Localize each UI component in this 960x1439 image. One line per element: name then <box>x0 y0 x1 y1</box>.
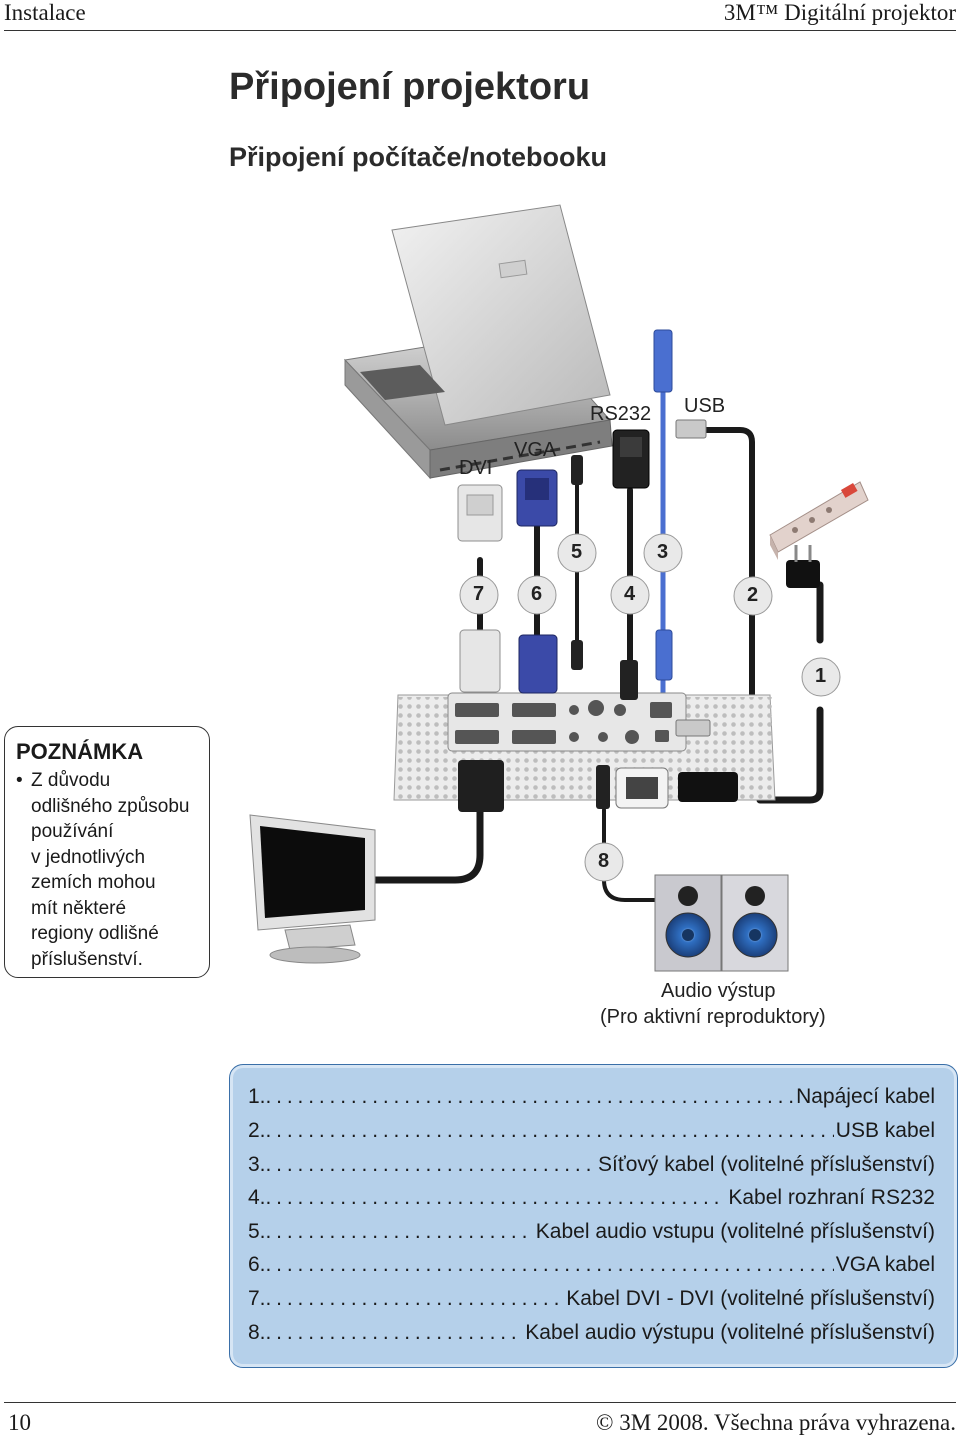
speakers-illustration <box>654 874 789 972</box>
legend-number: 2. <box>248 1119 266 1142</box>
legend-leader <box>266 1253 834 1277</box>
callout-4: 4 <box>624 583 636 605</box>
note-bullet: • <box>16 770 23 791</box>
legend-text: Napájecí kabel <box>794 1085 935 1109</box>
legend-leader <box>266 1085 795 1109</box>
legend-leader <box>266 1287 565 1311</box>
legend-leader <box>266 1119 834 1143</box>
port-label-vga: VGA <box>514 439 557 461</box>
legend-item: 5. Kabel audio vstupu (volitelné přísluše… <box>248 1220 935 1250</box>
callout-2: 2 <box>747 584 759 606</box>
legend-leader <box>266 1186 727 1210</box>
legend-item: 1. Napájecí kabel <box>248 1085 935 1115</box>
legend-item: 7. Kabel DVI - DVI (volitelné příslušenst… <box>248 1287 935 1317</box>
legend-item: 6. VGA kabel <box>248 1253 935 1283</box>
note-line: Z důvodu <box>31 770 111 791</box>
port-label-rs232: RS232 <box>590 403 652 425</box>
legend-text: USB kabel <box>833 1119 935 1143</box>
callout-8: 8 <box>598 850 610 872</box>
note-line: v jednotlivých <box>31 846 146 868</box>
header-section: Instalace <box>4 0 86 25</box>
laptop-illustration <box>343 204 613 480</box>
legend-text: Síťový kabel (volitelné příslušenství) <box>595 1153 935 1177</box>
legend-text: Kabel rozhraní RS232 <box>726 1186 935 1210</box>
note-line: používání <box>31 821 114 842</box>
header-rule <box>4 30 956 31</box>
legend-number: 3. <box>248 1153 266 1176</box>
callout-3: 3 <box>657 541 669 563</box>
legend-text: VGA kabel <box>833 1253 935 1277</box>
legend-number: 6. <box>248 1253 266 1276</box>
plugs-upper <box>457 329 820 588</box>
note-line: regiony odlišné <box>31 923 159 944</box>
note-line: zemích mohou <box>31 872 156 893</box>
legend-number: 8. <box>248 1321 266 1344</box>
callouts <box>459 533 841 882</box>
page-subtitle: Připojení počítače/notebooku <box>229 142 608 172</box>
footer-rule <box>4 1402 956 1403</box>
note-box: POZNÁMKA • Z důvodu odlišného způsobu pou… <box>4 726 210 978</box>
projector-illustration <box>393 629 776 812</box>
legend-box: 1. Napájecí kabel 2. USB kabel 3. Síťový ka… <box>229 1064 958 1368</box>
callout-6: 6 <box>531 583 543 605</box>
legend-item: 2. USB kabel <box>248 1119 935 1149</box>
port-label-dvi: DVI <box>459 457 493 479</box>
legend-leader <box>266 1220 534 1244</box>
legend-text: Kabel DVI - DVI (volitelné příslušenství… <box>564 1287 935 1311</box>
legend-item: 4. Kabel rozhraní RS232 <box>248 1186 935 1216</box>
legend-number: 1. <box>248 1085 266 1108</box>
port-label-usb: USB <box>684 395 726 417</box>
page-title: Připojení projektoru <box>229 66 591 108</box>
legend-number: 7. <box>248 1287 266 1310</box>
legend-text: Kabel audio výstupu (volitelné příslušen… <box>523 1321 935 1345</box>
callout-5: 5 <box>571 541 583 563</box>
note-line: příslušenství. <box>31 948 143 970</box>
power-strip-illustration <box>769 481 869 560</box>
legend-number: 5. <box>248 1220 266 1243</box>
note-body: • Z důvodu odlišného způsobu používání v … <box>16 768 199 972</box>
legend-leader <box>266 1321 524 1345</box>
page-number: 10 <box>8 1410 31 1435</box>
note-line: mít některé <box>31 897 127 919</box>
legend-number: 4. <box>248 1186 266 1209</box>
monitor-illustration <box>249 814 376 964</box>
legend-item: 3. Síťový kabel (volitelné příslušenství) <box>248 1153 935 1183</box>
header-product: 3M™ Digitální projektor <box>723 0 956 25</box>
legend-text: Kabel audio vstupu (volitelné příslušens… <box>533 1220 935 1244</box>
audio-caption-line1: Audio výstup <box>661 980 776 1002</box>
note-line: odlišného způsobu <box>31 795 190 817</box>
copyright: © 3M 2008. Všechna práva vyhrazena. <box>595 1410 956 1435</box>
callout-7: 7 <box>473 583 485 605</box>
connection-diagram <box>249 204 869 972</box>
note-heading: POZNÁMKA <box>16 739 144 764</box>
legend-leader <box>266 1153 596 1177</box>
audio-caption-line2: (Pro aktivní reproduktory) <box>600 1006 826 1028</box>
legend-item: 8. Kabel audio výstupu (volitelné přísluš… <box>248 1321 935 1351</box>
callout-1: 1 <box>815 665 827 687</box>
